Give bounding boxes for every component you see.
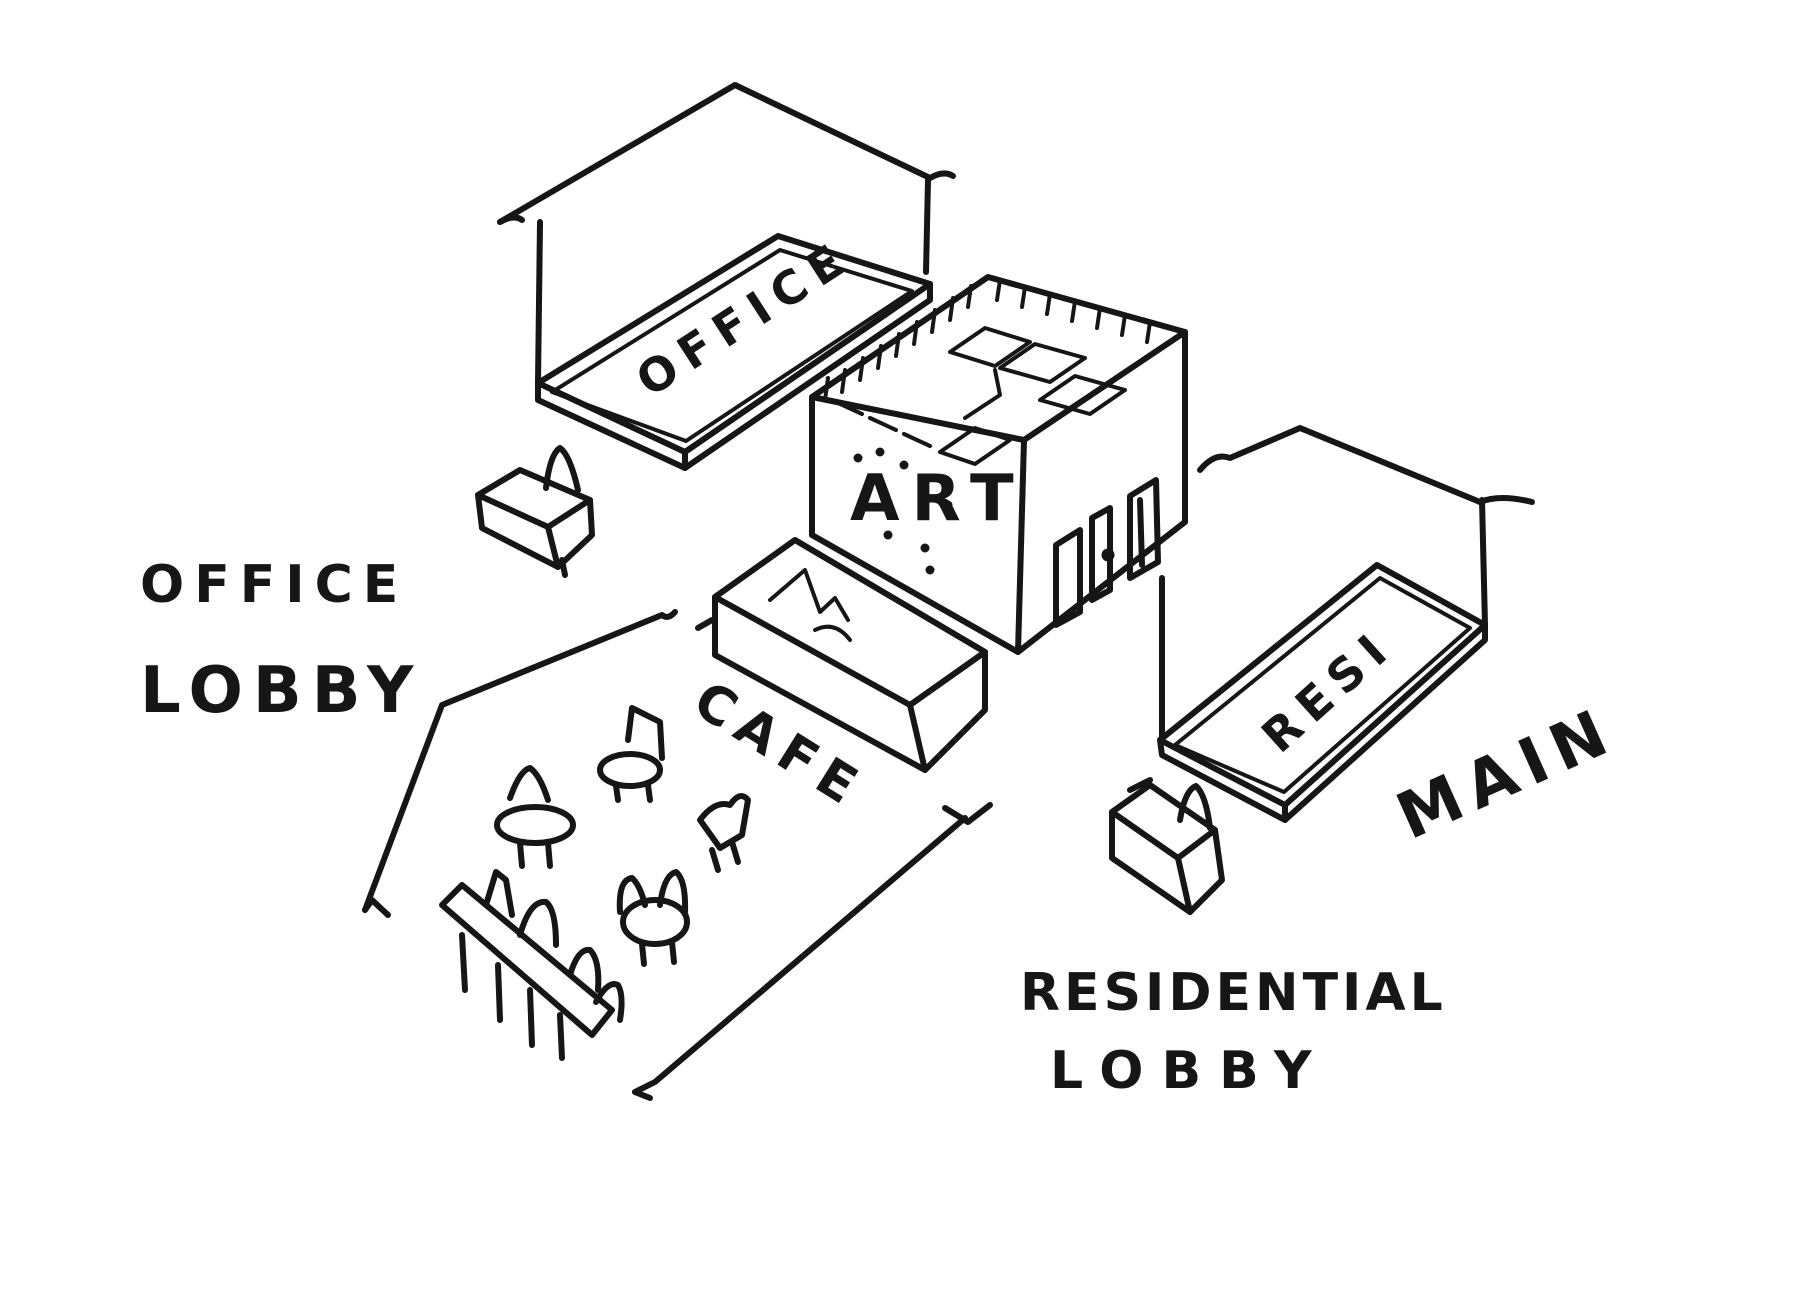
resi-block-label: RESI xyxy=(1251,618,1404,763)
main-label: MAIN xyxy=(1386,693,1627,854)
cafe-floor-outline xyxy=(362,609,993,1101)
office-reception-desk xyxy=(475,445,595,578)
cafe-furniture xyxy=(439,705,751,1061)
residential-lobby-label-line1: RESIDENTIAL xyxy=(1020,963,1447,1023)
cafe-counter xyxy=(712,537,988,773)
office-canopy xyxy=(497,82,956,386)
office-lobby-label-line2: LOBBY xyxy=(140,654,423,728)
residential-lobby-label-line2: LOBBY xyxy=(1050,1041,1330,1101)
art-box: ART xyxy=(809,274,1188,655)
office-lobby-label-line1: OFFICE xyxy=(140,555,408,615)
art-block-label: ART xyxy=(850,462,1026,536)
residential-reception-desk xyxy=(1109,777,1225,915)
resi-canopy xyxy=(1159,425,1535,743)
office-plate: OFFICE xyxy=(535,229,933,471)
